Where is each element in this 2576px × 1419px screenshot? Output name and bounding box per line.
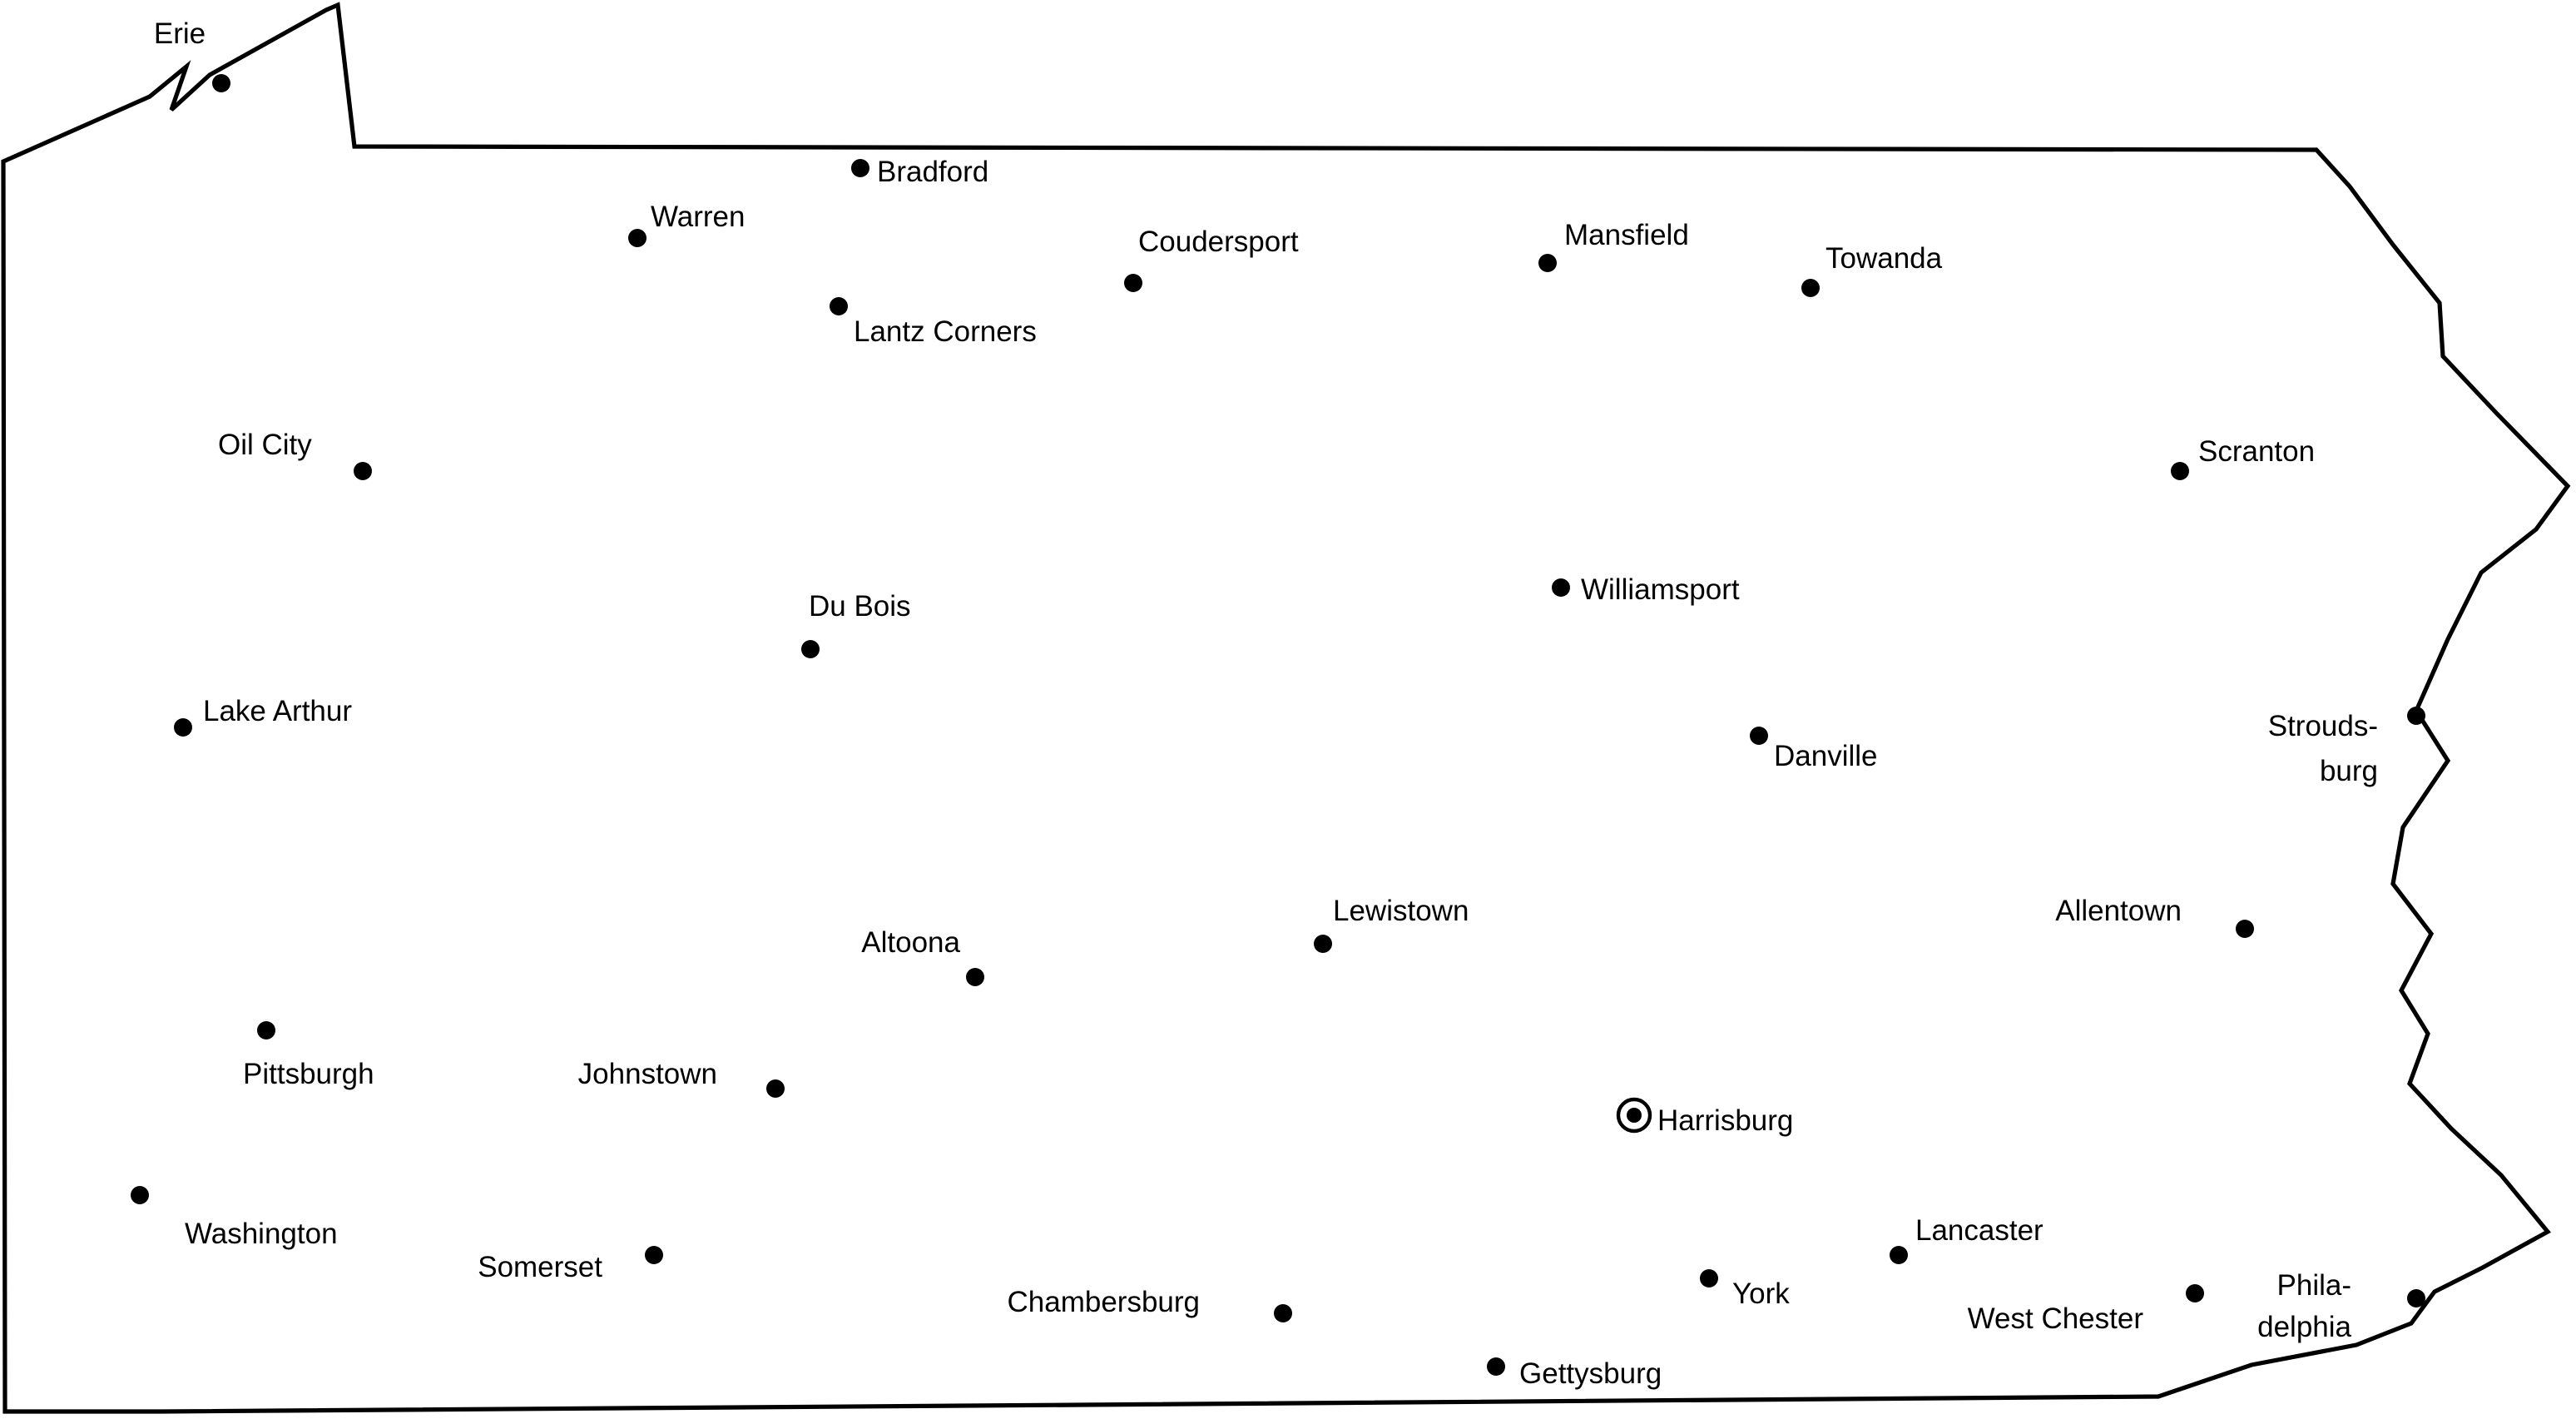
city-dot-somerset xyxy=(645,1246,663,1264)
city-dot-erie xyxy=(212,74,230,92)
city-dot-coudersport xyxy=(1124,274,1142,292)
city-label-scranton: Scranton xyxy=(2198,435,2315,468)
city-label-oil-city: Oil City xyxy=(218,429,312,461)
city-label-harrisburg: Harrisburg xyxy=(1657,1104,1793,1137)
city-dot-scranton xyxy=(2171,462,2189,480)
city-dot-johnstown xyxy=(766,1079,785,1098)
city-dot-du-bois xyxy=(801,640,820,658)
city-label-danville: Danville xyxy=(1774,740,1878,772)
city-dot-warren xyxy=(628,229,646,247)
city-dot-mansfield xyxy=(1538,254,1557,272)
city-label-washington: Washington xyxy=(185,1218,338,1250)
city-dot-lake-arthur xyxy=(174,718,192,737)
city-dot-pittsburgh xyxy=(257,1021,275,1039)
city-label-west-chester: West Chester xyxy=(1968,1302,2144,1335)
city-dot-williamsport xyxy=(1552,578,1570,597)
city-dot-allentown xyxy=(2236,920,2254,938)
city-dot-stroudsburg xyxy=(2407,707,2425,725)
city-label-gettysburg: Gettysburg xyxy=(1519,1357,1662,1390)
city-dot-bradford xyxy=(851,159,869,177)
city-label-mansfield: Mansfield xyxy=(1564,219,1689,251)
city-dot-chambersburg xyxy=(1274,1304,1292,1322)
city-label-stroudsburg-line-1: Strouds- xyxy=(2268,710,2378,742)
city-dot-altoona xyxy=(966,968,984,986)
city-label-lewistown: Lewistown xyxy=(1333,895,1469,927)
city-dot-danville xyxy=(1750,727,1768,745)
city-label-pittsburgh: Pittsburgh xyxy=(243,1058,374,1090)
city-label-johnstown: Johnstown xyxy=(578,1058,717,1090)
city-dot-washington xyxy=(131,1186,149,1204)
city-label-williamsport: Williamsport xyxy=(1581,573,1740,606)
city-label-stroudsburg-line-2: burg xyxy=(2320,755,2378,787)
city-label-chambersburg: Chambersburg xyxy=(1008,1286,1201,1318)
city-label-towanda: Towanda xyxy=(1825,242,1943,275)
city-dot-lancaster xyxy=(1890,1246,1908,1264)
city-dot-west-chester xyxy=(2186,1284,2204,1302)
city-label-philadelphia-line-1: Phila- xyxy=(2277,1269,2351,1302)
city-label-du-bois: Du Bois xyxy=(809,590,911,623)
city-dot-lewistown xyxy=(1314,935,1332,953)
city-dot-lantz-corners xyxy=(830,297,848,315)
city-markers xyxy=(131,74,2425,1376)
city-dot-oil-city xyxy=(354,462,372,480)
city-label-somerset: Somerset xyxy=(478,1251,602,1283)
city-label-altoona: Altoona xyxy=(861,926,960,959)
city-dot-harrisburg xyxy=(1627,1108,1642,1123)
city-label-allentown: Allentown xyxy=(2055,895,2182,927)
city-label-warren: Warren xyxy=(651,201,745,233)
city-dot-towanda xyxy=(1801,279,1820,297)
capital-ring-harrisburg xyxy=(1616,1097,1652,1134)
city-label-lake-arthur: Lake Arthur xyxy=(203,695,352,727)
city-label-lantz-corners: Lantz Corners xyxy=(854,315,1037,348)
city-label-bradford: Bradford xyxy=(877,156,988,188)
city-label-philadelphia-line-2: delphia xyxy=(2257,1311,2351,1343)
city-label-york: York xyxy=(1732,1278,1790,1310)
city-dot-gettysburg xyxy=(1487,1357,1505,1376)
city-label-coudersport: Coudersport xyxy=(1138,226,1299,258)
city-dot-philadelphia xyxy=(2407,1289,2425,1307)
city-label-erie: Erie xyxy=(154,17,206,50)
city-dot-york xyxy=(1700,1269,1718,1288)
city-label-lancaster: Lancaster xyxy=(1915,1214,2043,1247)
